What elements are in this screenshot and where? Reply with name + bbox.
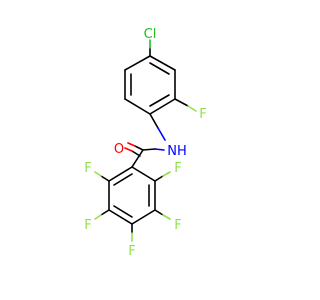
bond xyxy=(149,98,176,115)
c-n-bond xyxy=(157,127,166,141)
double-bond-inner xyxy=(113,173,133,186)
chlorofluorophenyl-ring xyxy=(124,55,176,115)
c-f-bond xyxy=(94,171,102,177)
bond xyxy=(108,166,133,182)
c-o-bond xyxy=(134,145,144,151)
c-f-bond xyxy=(100,209,110,216)
molecule-structure: Cl F NH O F F F F xyxy=(84,27,206,259)
bond xyxy=(124,55,151,71)
fluorine-atom-label: F xyxy=(84,218,91,233)
bond xyxy=(131,209,156,225)
c-f-bond xyxy=(162,214,171,220)
bond xyxy=(124,98,151,115)
c-f-bond xyxy=(154,209,164,216)
chlorine-atom-label: Cl xyxy=(144,27,157,42)
bond xyxy=(131,166,156,182)
c-o-bond xyxy=(131,150,141,157)
c-c-bond xyxy=(131,149,144,168)
c-f-bond xyxy=(174,98,189,107)
pentafluorophenyl-ring xyxy=(108,166,156,225)
fluorine-atom-label: F xyxy=(84,161,91,176)
nitrogen-atom-label: NH xyxy=(167,144,187,159)
bond xyxy=(108,209,133,225)
c-o-bond xyxy=(127,142,136,147)
double-bond-inner xyxy=(149,94,170,107)
n-c-bond xyxy=(142,148,156,151)
fluorine-atom-label: F xyxy=(128,244,135,259)
structure-canvas: Cl F NH O F F F F xyxy=(84,27,206,259)
double-bond-inner xyxy=(113,205,133,218)
c-f-bond xyxy=(100,175,110,182)
c-f-bond xyxy=(162,171,171,177)
c-f-bond xyxy=(154,175,164,182)
c-f-bond xyxy=(94,214,102,220)
c-n-bond xyxy=(149,113,159,129)
fluorine-atom-label: F xyxy=(174,161,181,176)
c-o-bond xyxy=(124,147,133,152)
n-c-bond xyxy=(154,148,165,151)
bond xyxy=(149,55,176,71)
fluorine-atom-label: F xyxy=(174,218,181,233)
double-bond-inner xyxy=(149,62,170,75)
oxygen-atom-label: O xyxy=(114,142,124,157)
c-f-bond xyxy=(187,105,197,112)
fluorine-atom-label: F xyxy=(199,107,206,122)
